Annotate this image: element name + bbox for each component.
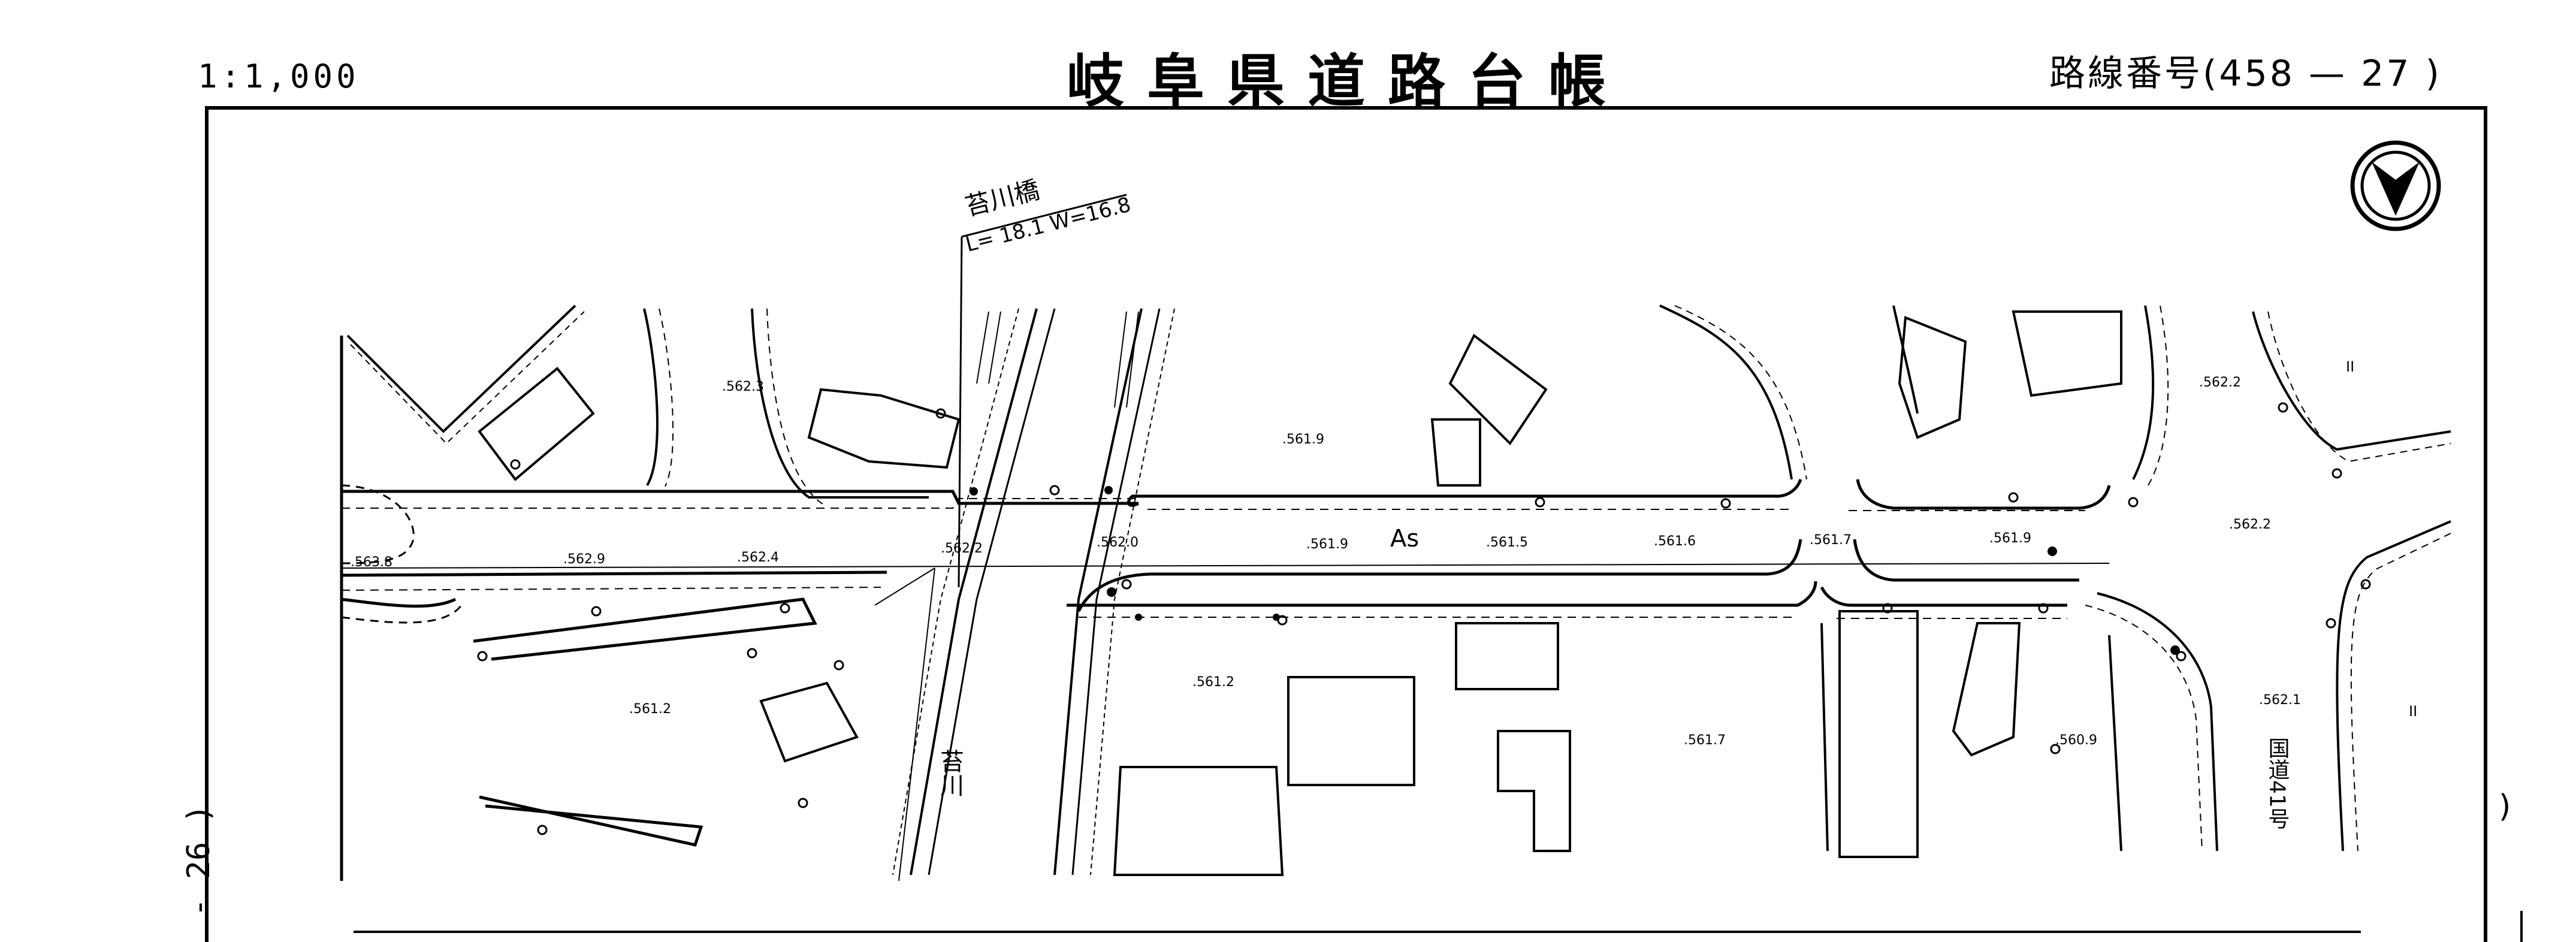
elevation-label: .562.4	[737, 550, 779, 565]
elevation-label: .563.8	[351, 555, 392, 570]
surface-label: As	[1390, 525, 1419, 552]
river-label: 苔川	[936, 749, 964, 797]
buildings	[478, 310, 2122, 876]
map-frame	[205, 106, 2487, 942]
elevation-label: .560.9	[2055, 733, 2097, 748]
elevation-label: .562.9	[563, 552, 605, 567]
elevation-label: .561.2	[629, 702, 671, 717]
elevation-label: .561.7	[1810, 533, 1852, 548]
left-junction	[340, 304, 817, 881]
route-number-label: 路線番号(458 — 27 )	[2049, 53, 2442, 95]
elevation-labels: .562.3 .563.8 .562.9 .562.4 .562.2 .562.…	[351, 375, 2301, 748]
north-arrow-icon	[2350, 140, 2441, 231]
elevation-label: .562.2	[2229, 517, 2271, 532]
filled-markers	[970, 486, 2180, 655]
elevation-label: .561.9	[1282, 432, 1324, 447]
sheet-title: 岐阜県道路台帳	[1067, 47, 1629, 115]
elevation-label: .561.7	[1684, 733, 1726, 748]
survey-markers	[477, 402, 2371, 835]
bridge-callout	[958, 194, 1127, 588]
elevation-label: .562.0	[1097, 535, 1138, 550]
side-roads	[643, 304, 2451, 852]
elevation-label: .561.9	[1989, 531, 2031, 546]
building-mark: II	[2346, 358, 2354, 375]
building-mark: II	[2409, 703, 2417, 720]
national-road-label: 国道41号	[2265, 737, 2290, 829]
elevation-label: .561.6	[1654, 534, 1696, 549]
map-scale-label: 1:1,000	[198, 58, 360, 95]
elevation-label: .561.2	[1192, 675, 1234, 690]
elevation-label: .562.3	[722, 379, 764, 394]
elevation-label: .562.2	[2199, 375, 2241, 390]
main-road	[341, 479, 2111, 881]
elevation-label: .562.2	[941, 541, 983, 556]
next-sheet-reference: )	[2499, 789, 2511, 825]
river	[892, 308, 1175, 875]
elevation-label: .561.5	[1486, 535, 1528, 550]
elevation-label: .562.1	[2259, 693, 2301, 708]
bridge-name: 苔川橋	[962, 175, 1043, 222]
elevation-label: .561.9	[1306, 537, 1348, 552]
